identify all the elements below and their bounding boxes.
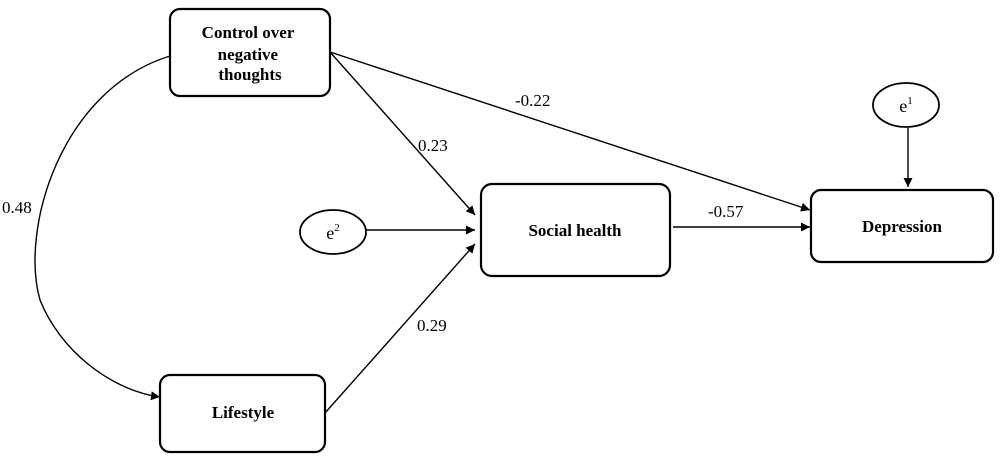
node-lifestyle: Lifestyle — [158, 373, 327, 454]
edge-lifestyle-to-social — [324, 243, 476, 414]
error-term-e2: e2 — [299, 209, 367, 255]
coef-control-lifestyle-cov: 0.48 — [2, 198, 32, 217]
node-control-over-negative-thoughts: Control over negative thoughts — [168, 7, 332, 98]
error-term-e1: e1 — [872, 82, 940, 128]
svg-text:Social health: Social health — [528, 221, 622, 240]
svg-text:e1: e1 — [899, 95, 913, 116]
node-social-health: Social health — [479, 182, 672, 278]
edge-control-to-social — [329, 51, 476, 216]
coef-social-to-depression: -0.57 — [708, 202, 744, 221]
node-depression: Depression — [809, 188, 995, 264]
svg-text:Depression: Depression — [862, 217, 943, 236]
coef-control-to-depression: -0.22 — [515, 91, 550, 110]
edge-control-to-depression — [329, 51, 811, 212]
coef-lifestyle-to-social: 0.29 — [417, 316, 447, 335]
svg-text:Control over negative: Control over negative thoughts — [202, 23, 299, 84]
covariance-arc — [34, 49, 180, 401]
svg-text:e2: e2 — [326, 222, 340, 243]
coef-control-to-social: 0.23 — [418, 136, 448, 155]
svg-text:Lifestyle: Lifestyle — [212, 403, 275, 422]
